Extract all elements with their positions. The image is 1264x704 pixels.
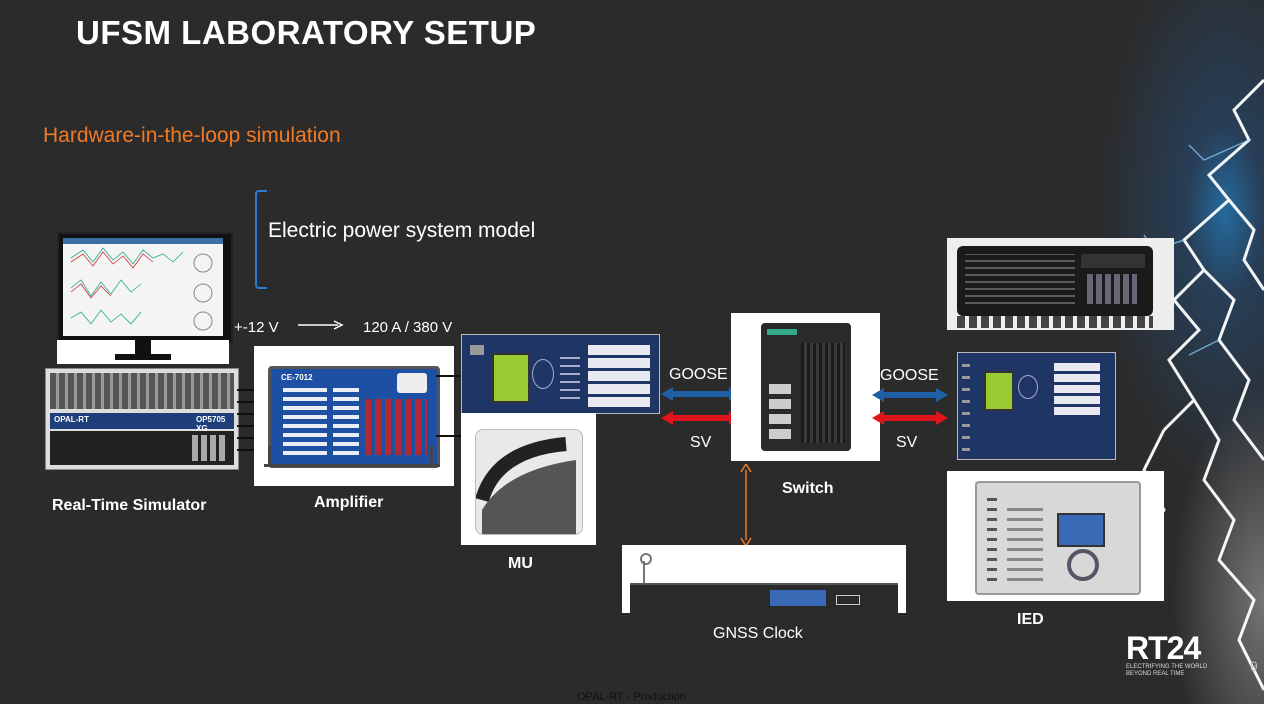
goose-arrow-right-icon (872, 388, 948, 402)
ied-image-top (947, 238, 1174, 330)
sv-label-left: SV (690, 434, 712, 451)
label-mu: MU (508, 555, 533, 572)
rt24-logo: RT24 ELECTRIFYING THE WORLD BEYOND REAL … (1126, 632, 1221, 682)
relay-image (461, 334, 660, 414)
ied-image-bottom (947, 471, 1164, 601)
label-amplifier: Amplifier (314, 494, 384, 511)
monitor-image (57, 232, 233, 364)
switch-image (731, 313, 880, 461)
mu-image (461, 413, 596, 545)
arrow-right-icon (298, 320, 344, 330)
bracket-decoration (255, 190, 267, 289)
goose-label-right: GOOSE (880, 367, 939, 384)
amplifier-image: CE-7012 (254, 346, 454, 486)
goose-label-left: GOOSE (669, 366, 728, 383)
label-ied: IED (1017, 611, 1044, 628)
label-simulator: Real-Time Simulator (52, 497, 207, 514)
logo-text: RT24 (1126, 630, 1201, 666)
label-switch: Switch (782, 480, 834, 497)
logo-tagline-2: BEYOND REAL TIME (1126, 671, 1185, 677)
goose-arrow-left-icon (661, 387, 741, 401)
voltage-label: +-12 V (234, 319, 279, 336)
ied-image-middle (957, 352, 1116, 460)
sv-label-right: SV (896, 434, 918, 451)
lightning-decoration (1132, 78, 1264, 691)
sv-arrow-left-icon (661, 411, 741, 425)
gnss-clock-image (622, 545, 906, 613)
page-number: 9 (1250, 658, 1258, 674)
sv-arrow-right-icon (872, 411, 948, 425)
simulator-chassis: OPAL-RT OP5705 XG (45, 368, 239, 470)
logo-tagline-1: ELECTRIFYING THE WORLD (1126, 664, 1208, 670)
footer-label: OPAL-RT - Production (577, 691, 686, 703)
output-label: 120 A / 380 V (363, 319, 453, 336)
page-title: UFSM LABORATORY SETUP (76, 14, 537, 51)
model-label: Electric power system model (268, 219, 536, 242)
label-gnss: GNSS Clock (713, 625, 803, 642)
section-subtitle: Hardware-in-the-loop simulation (43, 124, 341, 147)
sync-arrow-icon (740, 464, 752, 546)
